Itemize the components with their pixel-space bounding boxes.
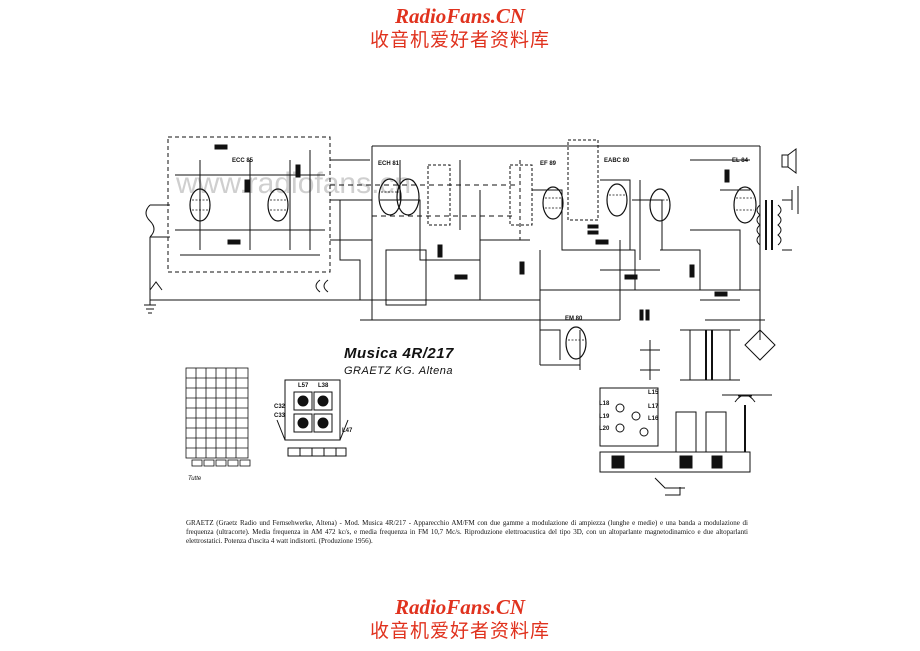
tube-label-el84: EL 84 (732, 158, 749, 164)
grid-note: Tutte (188, 476, 202, 482)
tube-label-em80: EM 80 (565, 316, 583, 322)
tuner-label-l20: L20 (599, 426, 610, 432)
tuner-label-l17: L17 (648, 404, 659, 410)
coil-label-l47: L47 (342, 428, 353, 434)
manufacturer-label: GRAETZ KG. Altena (344, 365, 453, 377)
coil-label-l57: L57 (298, 383, 309, 389)
tuner-label-l16: L16 (648, 416, 659, 422)
coil-label-c33: C33 (274, 413, 286, 419)
watermark-site-name: RadioFans.CN (394, 4, 526, 28)
tube-label-ef89: EF 89 (540, 161, 557, 167)
tuner-label-l18: L18 (599, 401, 610, 407)
watermark-site-subtitle-bottom: 收音机爱好者资料库 (369, 620, 550, 642)
background-watermark: www.radiofans.cn (175, 167, 411, 200)
watermark-site-name-bottom: RadioFans.CN (394, 595, 526, 619)
tuner-label-l19: L19 (599, 414, 610, 420)
watermark-footer: RadioFans.CN 收音机爱好者资料库 (0, 595, 920, 643)
tuner-label-l15: L15 (648, 390, 659, 396)
model-title: Musica 4R/217 (344, 345, 454, 362)
schematic-caption: GRAETZ (Graetz Radio und Fernsehwerke, A… (186, 519, 748, 545)
switch-grid (185, 367, 251, 467)
coil-assembly (276, 379, 349, 457)
coil-label-c32: C32 (274, 404, 286, 410)
schematic-title-block: Musica 4R/217 GRAETZ KG. Altena (344, 345, 454, 377)
tube-label-ecc85: ECC 85 (232, 158, 254, 164)
coil-label-l38: L38 (318, 383, 329, 389)
tuner-layout (599, 387, 772, 496)
watermark-header: RadioFans.CN 收音机爱好者资料库 (0, 4, 920, 52)
tube-label-eabc80: EABC 80 (604, 158, 630, 164)
watermark-site-subtitle: 收音机爱好者资料库 (369, 29, 550, 51)
tube-label-ech81: ECH 81 (378, 161, 400, 167)
